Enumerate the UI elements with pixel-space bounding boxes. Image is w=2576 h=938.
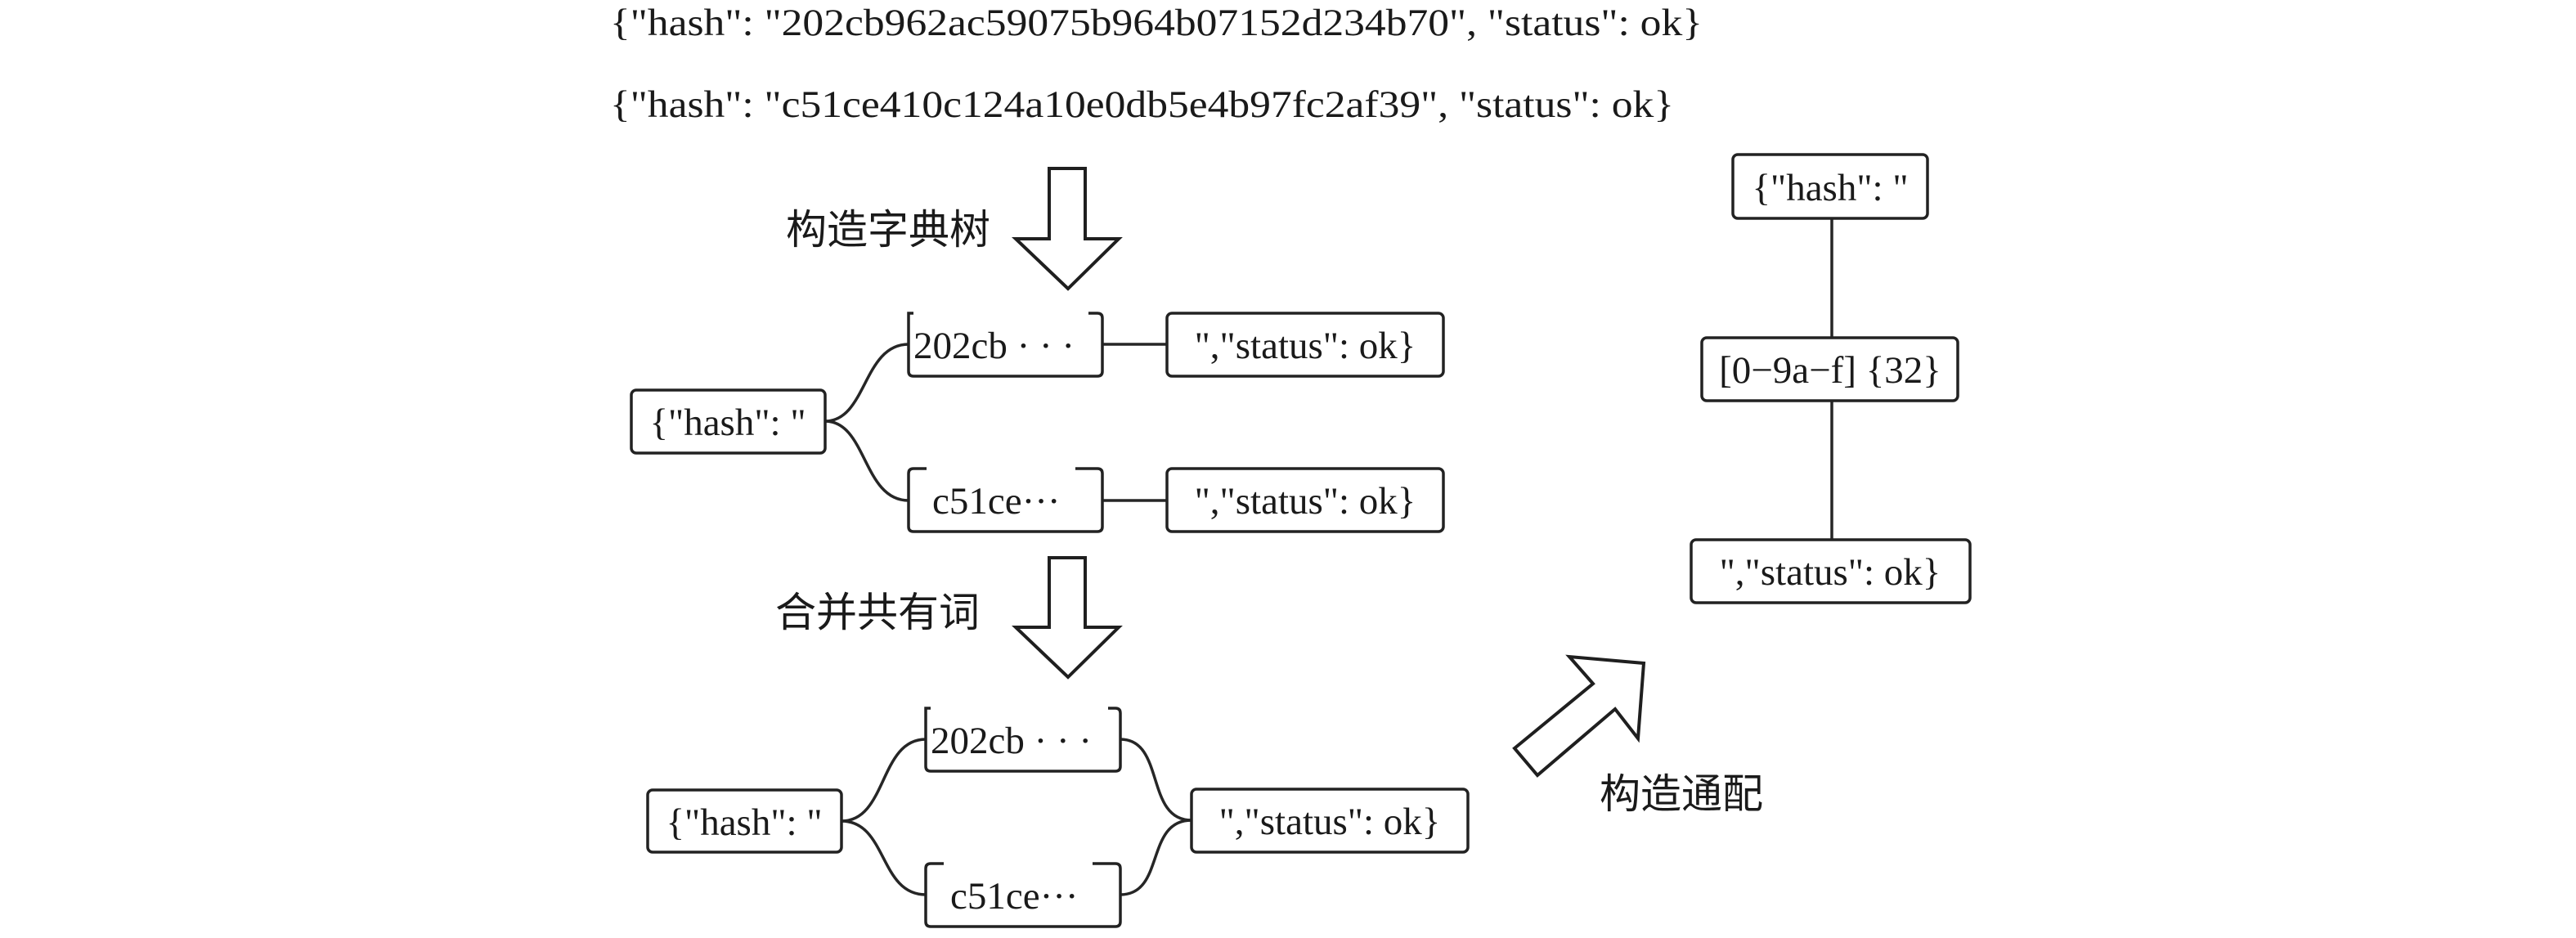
trie-suffix-label-2: ","status": ok} xyxy=(1195,480,1416,523)
trie-edge-root-to-c51ce xyxy=(824,420,909,502)
trie-node-202cb: 202cb · · · xyxy=(907,312,1104,378)
trie-root-node: {"hash": " xyxy=(630,388,827,455)
step-label-merge-common: 合并共有词 xyxy=(775,590,980,635)
source-record-2: {"hash": "c51ce410c124a10e0db5e4b97fc2af… xyxy=(610,83,1674,126)
merged-node-c51ce: c51ce··· xyxy=(924,862,1122,928)
merged-node-202cb-label: 202cb · · · xyxy=(931,720,1092,762)
trie-node-202cb-label: 202cb · · · xyxy=(913,325,1075,367)
trie-edge-root-to-202cb xyxy=(824,343,909,423)
wildcard-suffix-node: ","status": ok} xyxy=(1690,538,1972,604)
wildcard-pattern-label: [0−9a−f] {32} xyxy=(1719,349,1941,392)
merged-suffix-node: ","status": ok} xyxy=(1190,788,1470,854)
wildcard-prefix-label: {"hash": " xyxy=(1752,167,1908,209)
merged-node-c51ce-label: c51ce··· xyxy=(950,875,1079,918)
merged-suffix-label: ","status": ok} xyxy=(1219,801,1441,843)
wildcard-suffix-label: ","status": ok} xyxy=(1720,551,1941,594)
down-arrow-icon xyxy=(1012,556,1123,680)
diagonal-arrow-icon xyxy=(1512,654,1646,778)
trie-root-label: {"hash": " xyxy=(649,402,806,444)
merged-edge-202cb-to-suffix xyxy=(1120,738,1192,822)
down-arrow-icon xyxy=(1012,167,1123,291)
trie-node-c51ce: c51ce··· xyxy=(907,467,1104,533)
merged-root-node: {"hash": " xyxy=(646,788,843,854)
merged-edge-root-to-202cb xyxy=(841,738,927,823)
merged-edge-root-to-c51ce xyxy=(841,819,927,896)
trie-suffix-node-2: ","status": ok} xyxy=(1165,467,1445,533)
trie-node-c51ce-label: c51ce··· xyxy=(932,480,1061,523)
step-label-build-trie: 构造字典树 xyxy=(786,207,990,253)
wildcard-pattern-node: [0−9a−f] {32} xyxy=(1700,336,1959,402)
merged-root-label: {"hash": " xyxy=(666,801,822,844)
wildcard-prefix-node: {"hash": " xyxy=(1731,153,1929,220)
trie-suffix-label-1: ","status": ok} xyxy=(1195,325,1416,367)
merged-edge-c51ce-to-suffix xyxy=(1120,819,1192,896)
source-record-1: {"hash": "202cb962ac59075b964b07152d234b… xyxy=(610,2,1703,44)
trie-suffix-node-1: ","status": ok} xyxy=(1165,312,1445,378)
merged-node-202cb: 202cb · · · xyxy=(924,707,1122,773)
step-label-build-wildcard: 构造通配 xyxy=(1600,771,1763,817)
